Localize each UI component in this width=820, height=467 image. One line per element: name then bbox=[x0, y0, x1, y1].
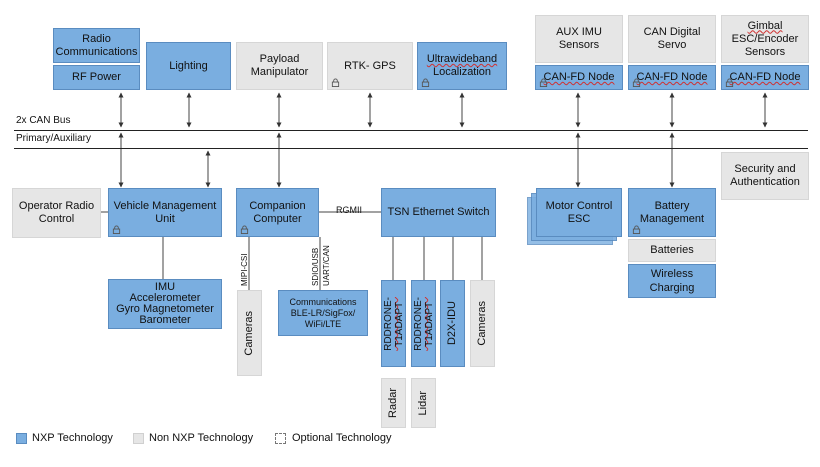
accelerometer-label: Accelerometer bbox=[129, 292, 201, 304]
rf-power-box: RF Power bbox=[53, 65, 140, 90]
esc-encoder-sensors-label: ESC/Encoder Sensors bbox=[731, 32, 799, 58]
wireless-label: Wireless bbox=[650, 267, 694, 280]
rddrone-t1adapt-1-label: RDDRONE- T1ADAPT bbox=[383, 297, 405, 351]
lock-icon bbox=[421, 78, 430, 87]
lock-icon bbox=[725, 78, 734, 87]
ultrawideband-label: Ultrawideband bbox=[426, 53, 498, 65]
security-authentication-label: Security and Authentication bbox=[730, 163, 800, 188]
wifi-lte-label: WiFi/LTE bbox=[304, 318, 342, 329]
can-fd-node-3: CAN-FD Node bbox=[721, 65, 809, 90]
localization-label: Localization bbox=[432, 66, 492, 78]
operator-radio-control-box: Operator Radio Control bbox=[12, 188, 101, 238]
primary-aux-line bbox=[14, 148, 808, 149]
communications-box: Communications BLE-LR/SigFox/ WiFi/LTE bbox=[278, 290, 368, 336]
vehicle-management-unit-label: Vehicle Management Unit bbox=[113, 199, 217, 225]
rf-power-label: RF Power bbox=[72, 71, 121, 83]
legend-optional-label: Optional Technology bbox=[292, 432, 392, 444]
lidar-label: Lidar bbox=[417, 390, 429, 416]
can-digital-servo-label: CAN Digital Servo bbox=[643, 26, 701, 51]
legend-non-nxp-swatch bbox=[133, 433, 144, 444]
gimbal-label: Gimbal bbox=[747, 19, 783, 32]
charging-label: Charging bbox=[649, 281, 695, 294]
can-fd-node-label: CAN-FD Node bbox=[729, 71, 801, 83]
wireless-charging-box: Wireless Charging bbox=[628, 264, 716, 298]
operator-radio-control-label: Operator Radio Control bbox=[18, 200, 95, 225]
companion-computer-box: Companion Computer bbox=[236, 188, 319, 237]
ultrawideband-localization-box: Ultrawideband Localization bbox=[417, 42, 507, 90]
legend-non-nxp-label: Non NXP Technology bbox=[149, 432, 254, 444]
ble-sigfox-label: BLE-LR/SigFox/ bbox=[290, 307, 356, 318]
rddrone-t1adapt-2-label: RDDRONE- T1ADAPT bbox=[413, 297, 435, 351]
sdio-usb-label: SDIO/USB bbox=[311, 247, 320, 286]
aux-imu-sensors-box: AUX IMU Sensors bbox=[535, 15, 623, 63]
communications-label: Communications bbox=[289, 296, 357, 307]
cameras-left-box: Cameras bbox=[237, 290, 262, 376]
imu-sensors-box: IMU Accelerometer Gyro Magnetometer Baro… bbox=[108, 279, 222, 329]
legend-nxp-label: NXP Technology bbox=[32, 432, 113, 444]
rgmii-label: RGMII bbox=[336, 205, 362, 215]
tsn-ethernet-switch-box: TSN Ethernet Switch bbox=[381, 188, 496, 237]
lock-icon bbox=[112, 225, 121, 234]
motor-control-esc-box: Motor Control ESC bbox=[536, 188, 622, 237]
d2x-idu-label: D2X-IDU bbox=[446, 301, 458, 346]
rtk-gps-box: RTK- GPS bbox=[327, 42, 413, 90]
radio-communications-label: Radio Communications bbox=[55, 32, 138, 58]
gimbal-esc-encoder-box: Gimbal ESC/Encoder Sensors bbox=[721, 15, 809, 63]
payload-manipulator-label: Payload Manipulator bbox=[250, 53, 309, 78]
can-fd-node-label: CAN-FD Node bbox=[543, 71, 615, 83]
uart-can-label: UART/CAN bbox=[322, 245, 331, 286]
battery-management-label: Battery Management bbox=[639, 199, 705, 225]
rddrone-2-label: RDDRONE- bbox=[412, 296, 424, 351]
t1adapt-1-label: T1ADAPT bbox=[393, 300, 405, 346]
t1adapt-2-label: T1ADAPT bbox=[423, 300, 435, 346]
lock-icon bbox=[632, 78, 641, 87]
primary-aux-label: Primary/Auxiliary bbox=[16, 133, 92, 144]
aux-imu-sensors-label: AUX IMU Sensors bbox=[556, 26, 602, 51]
can-digital-servo-box: CAN Digital Servo bbox=[628, 15, 716, 63]
can-bus-label: 2x CAN Bus bbox=[16, 115, 71, 126]
legend-optional-swatch bbox=[275, 433, 286, 444]
lidar-box: Lidar bbox=[411, 378, 436, 428]
mipi-csi-label: MIPI-CSI bbox=[240, 253, 249, 286]
vehicle-management-unit-box: Vehicle Management Unit bbox=[108, 188, 222, 237]
cameras-right-label: Cameras bbox=[476, 301, 488, 346]
battery-management-box: Battery Management bbox=[628, 188, 716, 237]
radar-label: Radar bbox=[387, 388, 399, 418]
imu-label: IMU bbox=[154, 281, 176, 293]
rddrone-t1adapt-1-box: RDDRONE- T1ADAPT bbox=[381, 280, 406, 367]
can-fd-node-label: CAN-FD Node bbox=[636, 71, 708, 83]
cameras-left-label: Cameras bbox=[243, 310, 255, 356]
batteries-box: Batteries bbox=[628, 239, 716, 262]
lock-icon bbox=[240, 225, 249, 234]
tsn-ethernet-switch-label: TSN Ethernet Switch bbox=[387, 206, 490, 218]
barometer-label: Barometer bbox=[139, 314, 191, 326]
legend-nxp-swatch bbox=[16, 433, 27, 444]
can-bus-line bbox=[14, 130, 808, 131]
cameras-right-box: Cameras bbox=[470, 280, 495, 367]
rddrone-t1adapt-2-box: RDDRONE- T1ADAPT bbox=[411, 280, 436, 367]
motor-control-esc-label: Motor Control ESC bbox=[545, 199, 613, 225]
d2x-idu-box: D2X-IDU bbox=[440, 280, 465, 367]
security-authentication-box: Security and Authentication bbox=[721, 152, 809, 200]
lighting-box: Lighting bbox=[146, 42, 231, 90]
companion-computer-label: Companion Computer bbox=[249, 199, 306, 225]
lighting-label: Lighting bbox=[169, 59, 208, 72]
radar-box: Radar bbox=[381, 378, 406, 428]
batteries-label: Batteries bbox=[650, 244, 694, 256]
rddrone-1-label: RDDRONE- bbox=[382, 296, 394, 351]
can-fd-node-2: CAN-FD Node bbox=[628, 65, 716, 90]
lock-icon bbox=[632, 225, 641, 234]
radio-communications-box: Radio Communications bbox=[53, 28, 140, 63]
gyro-magnetometer-label: Gyro Magnetometer bbox=[116, 303, 214, 315]
rtk-gps-label: RTK- GPS bbox=[344, 59, 396, 72]
payload-manipulator-box: Payload Manipulator bbox=[236, 42, 323, 90]
lock-icon bbox=[331, 78, 340, 87]
can-fd-node-1: CAN-FD Node bbox=[535, 65, 623, 90]
lock-icon bbox=[539, 78, 548, 87]
